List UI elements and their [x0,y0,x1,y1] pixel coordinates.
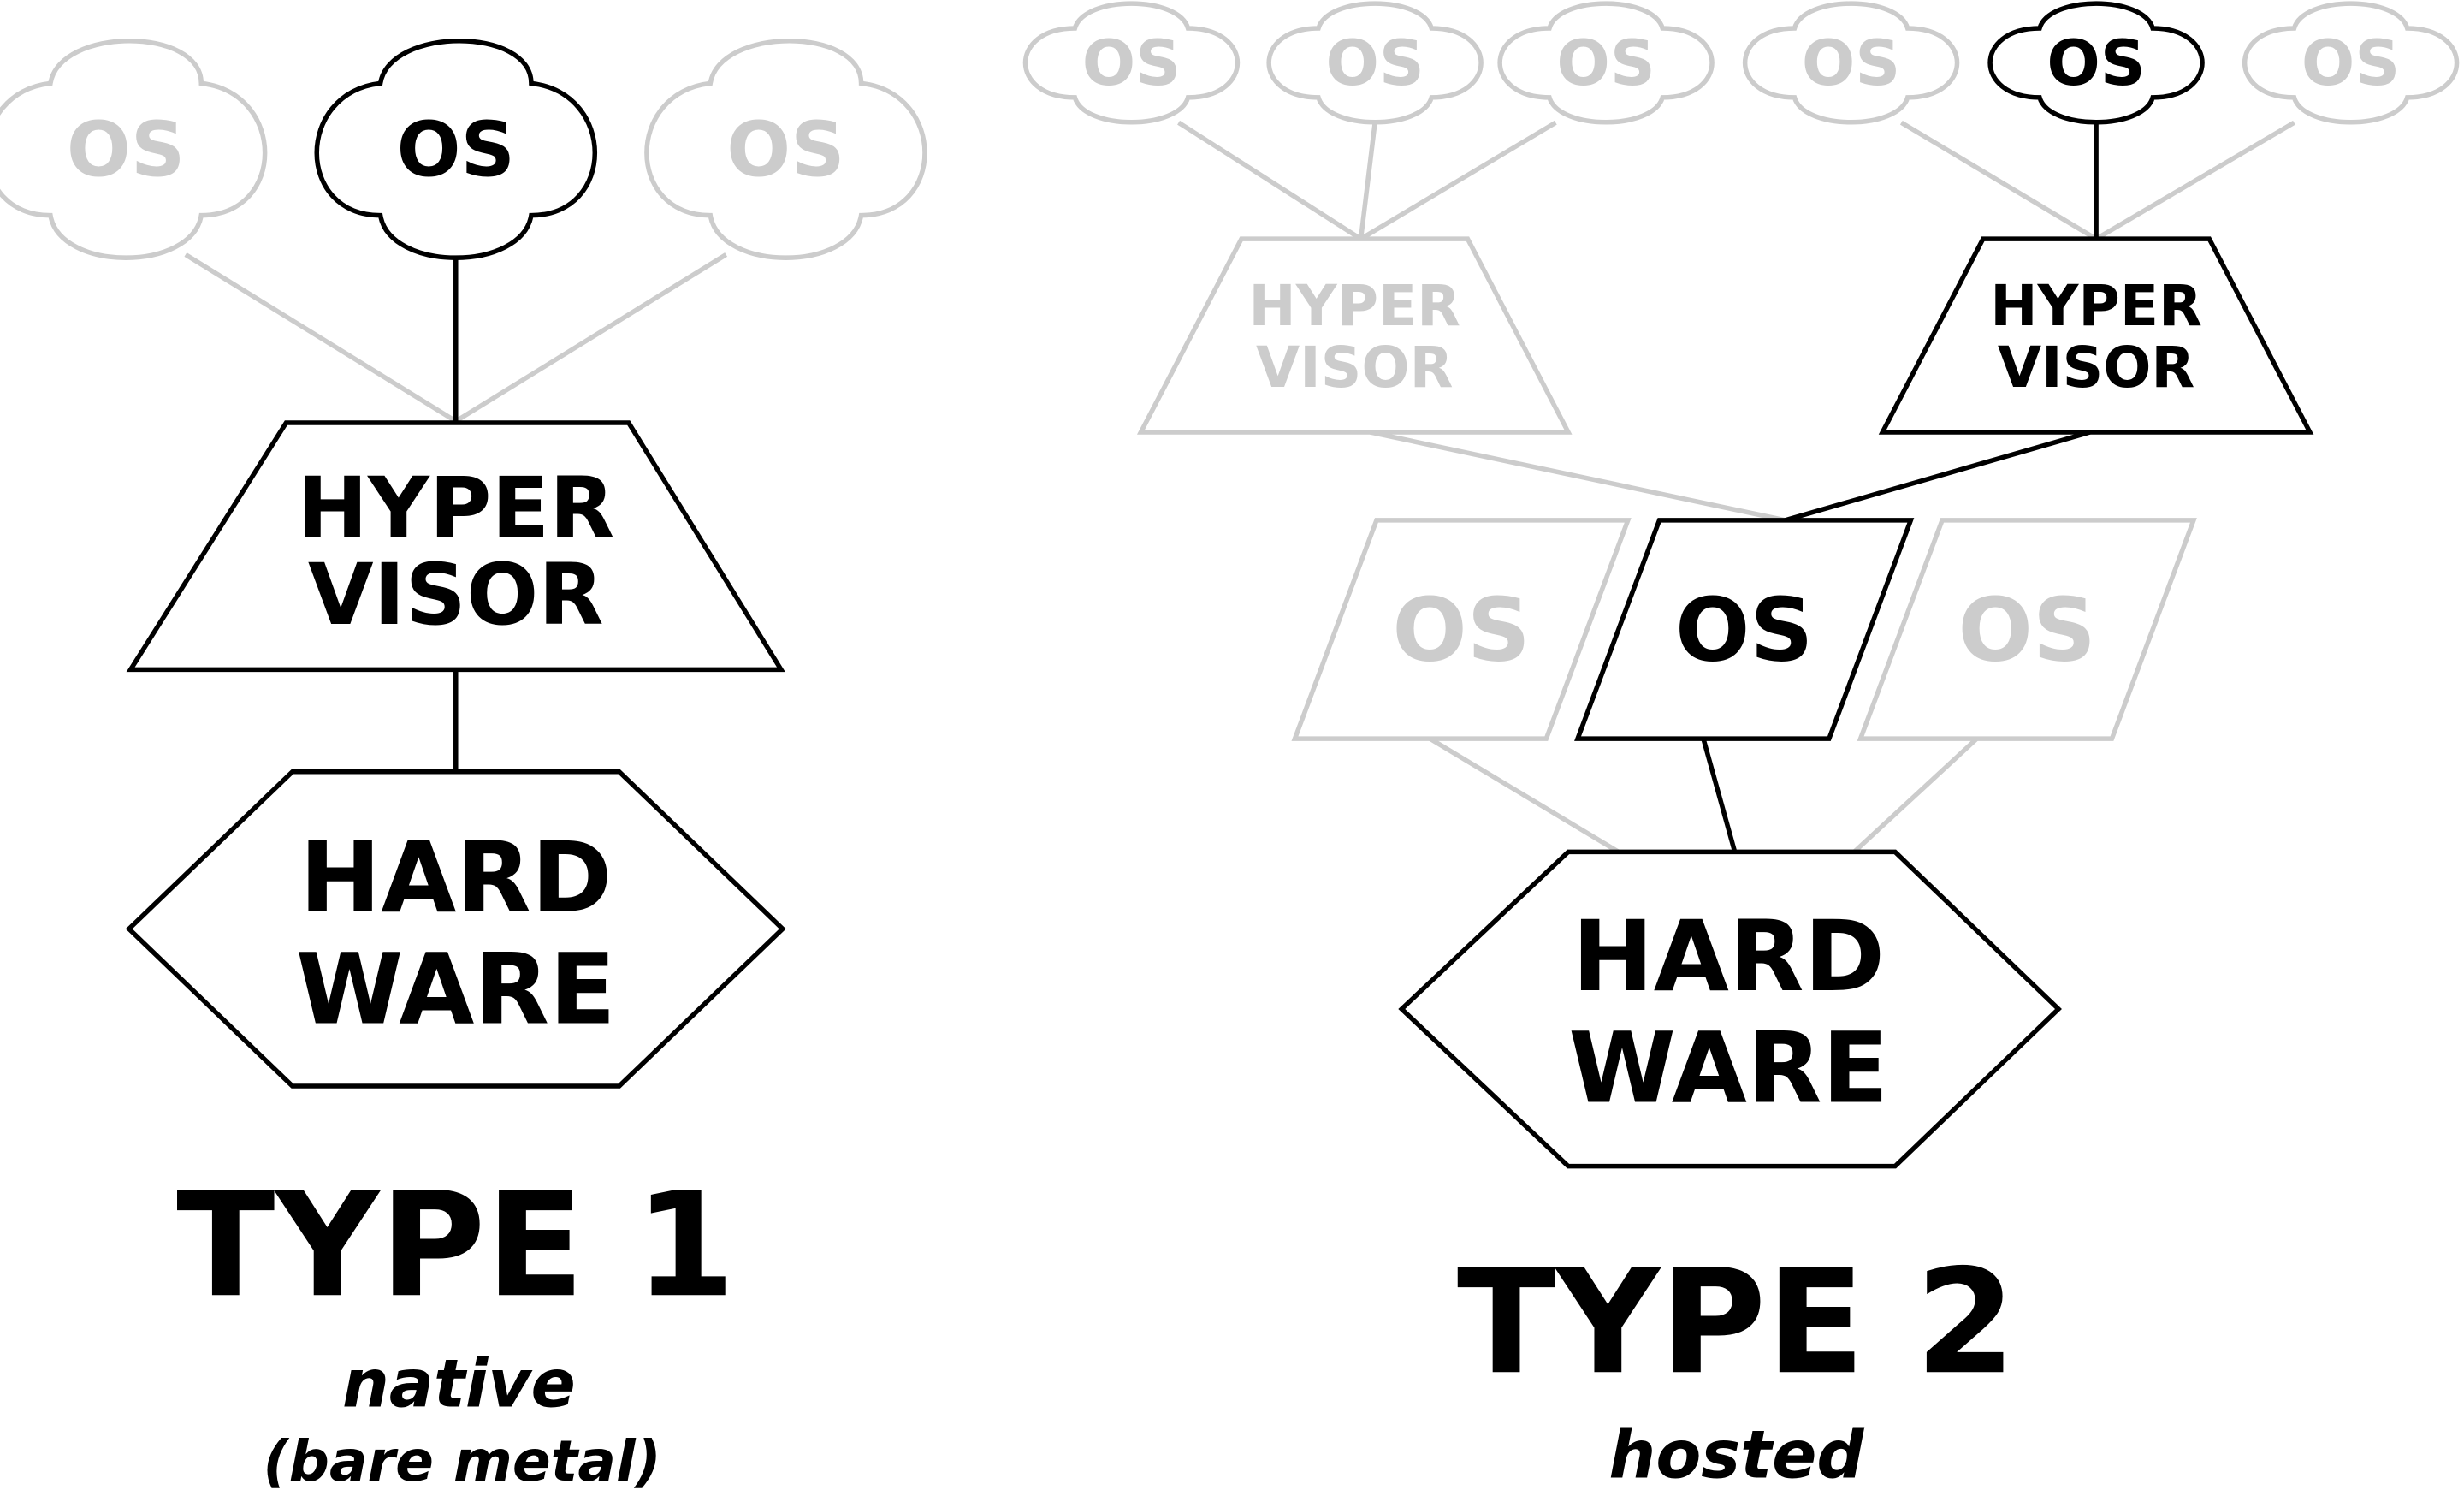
type2-subtitle: hosted [1608,1416,1864,1490]
hypervisor-block: HYPER VISOR [126,420,785,673]
type1-title: TYPE 1 [176,1161,735,1329]
os-label: OS [397,106,515,194]
guest-os-cloud-inactive: OS [1500,3,1712,122]
host-os-block-active: OS [1574,518,1915,741]
os-label: OS [1082,27,1181,100]
connector-line [2094,120,2295,241]
connector-line [1852,737,1979,854]
os-label: OS [1556,27,1655,100]
connector-line [1359,120,1557,241]
connector-line [1701,738,1738,853]
connector-line [184,252,458,424]
guest-os-cloud-inactive: OS [1026,3,1238,122]
hypervisor-block-inactive: HYPER VISOR [1136,236,1573,435]
connector-line [1370,430,1786,523]
guest-os-cloud-active: OS [317,41,595,258]
connector-line [1784,430,2091,523]
guest-os-cloud-inactive: OS [1745,3,1958,122]
hardware-block: HARD WARE [125,769,786,1089]
hypervisor-label-line1: HYPER [297,460,615,558]
hypervisor-label-line2: VISOR [1998,335,2194,401]
os-label: OS [2301,27,2400,100]
connector-line [1358,122,1377,240]
hardware-block: HARD WARE [1398,849,2062,1169]
hypervisor-label-line2: VISOR [1256,335,1453,401]
hardware-label-line2: WARE [1568,1011,1888,1125]
os-label: OS [1675,579,1813,681]
guest-os-cloud-inactive: OS [0,41,265,258]
connector-line [1428,736,1620,854]
type1-diagram: OS OS OS HYPER VISOR HARD WARE TYPE 1 na… [0,41,925,1490]
guest-os-cloud-inactive: OS [647,41,925,258]
os-label: OS [726,106,844,194]
os-label: OS [2046,27,2145,100]
connector-line [1899,120,2098,241]
os-label: OS [1392,579,1530,681]
type2-title: TYPE 2 [1457,1238,2016,1406]
os-label: OS [1802,27,1900,100]
type2-diagram: OS OS OS OS OS OS HYPER VISOR [1026,3,2457,1490]
hardware-label-line2: WARE [296,933,616,1047]
hypervisor-label-line1: HYPER [1990,273,2202,339]
host-os-block-inactive: OS [1291,518,1632,741]
type1-subtitle: native [342,1346,576,1423]
hardware-label-line1: HARD [1573,899,1886,1013]
host-os-block-inactive: OS [1857,518,2197,741]
hypervisor-block-active: HYPER VISOR [1878,236,2314,435]
guest-os-cloud-inactive: OS [1269,3,1481,122]
guest-os-cloud-active: OS [1990,3,2202,122]
guest-os-cloud-inactive: OS [2245,3,2457,122]
connector-line [1177,120,1363,241]
os-label: OS [1958,579,2096,681]
hardware-label-line1: HARD [299,821,613,935]
os-label: OS [67,106,185,194]
type1-subtitle-detail: (bare metal) [263,1428,660,1490]
connector-line [454,252,728,424]
hypervisor-label-line1: HYPER [1248,273,1460,339]
os-label: OS [1325,27,1424,100]
hypervisor-label-line2: VISOR [308,546,604,644]
